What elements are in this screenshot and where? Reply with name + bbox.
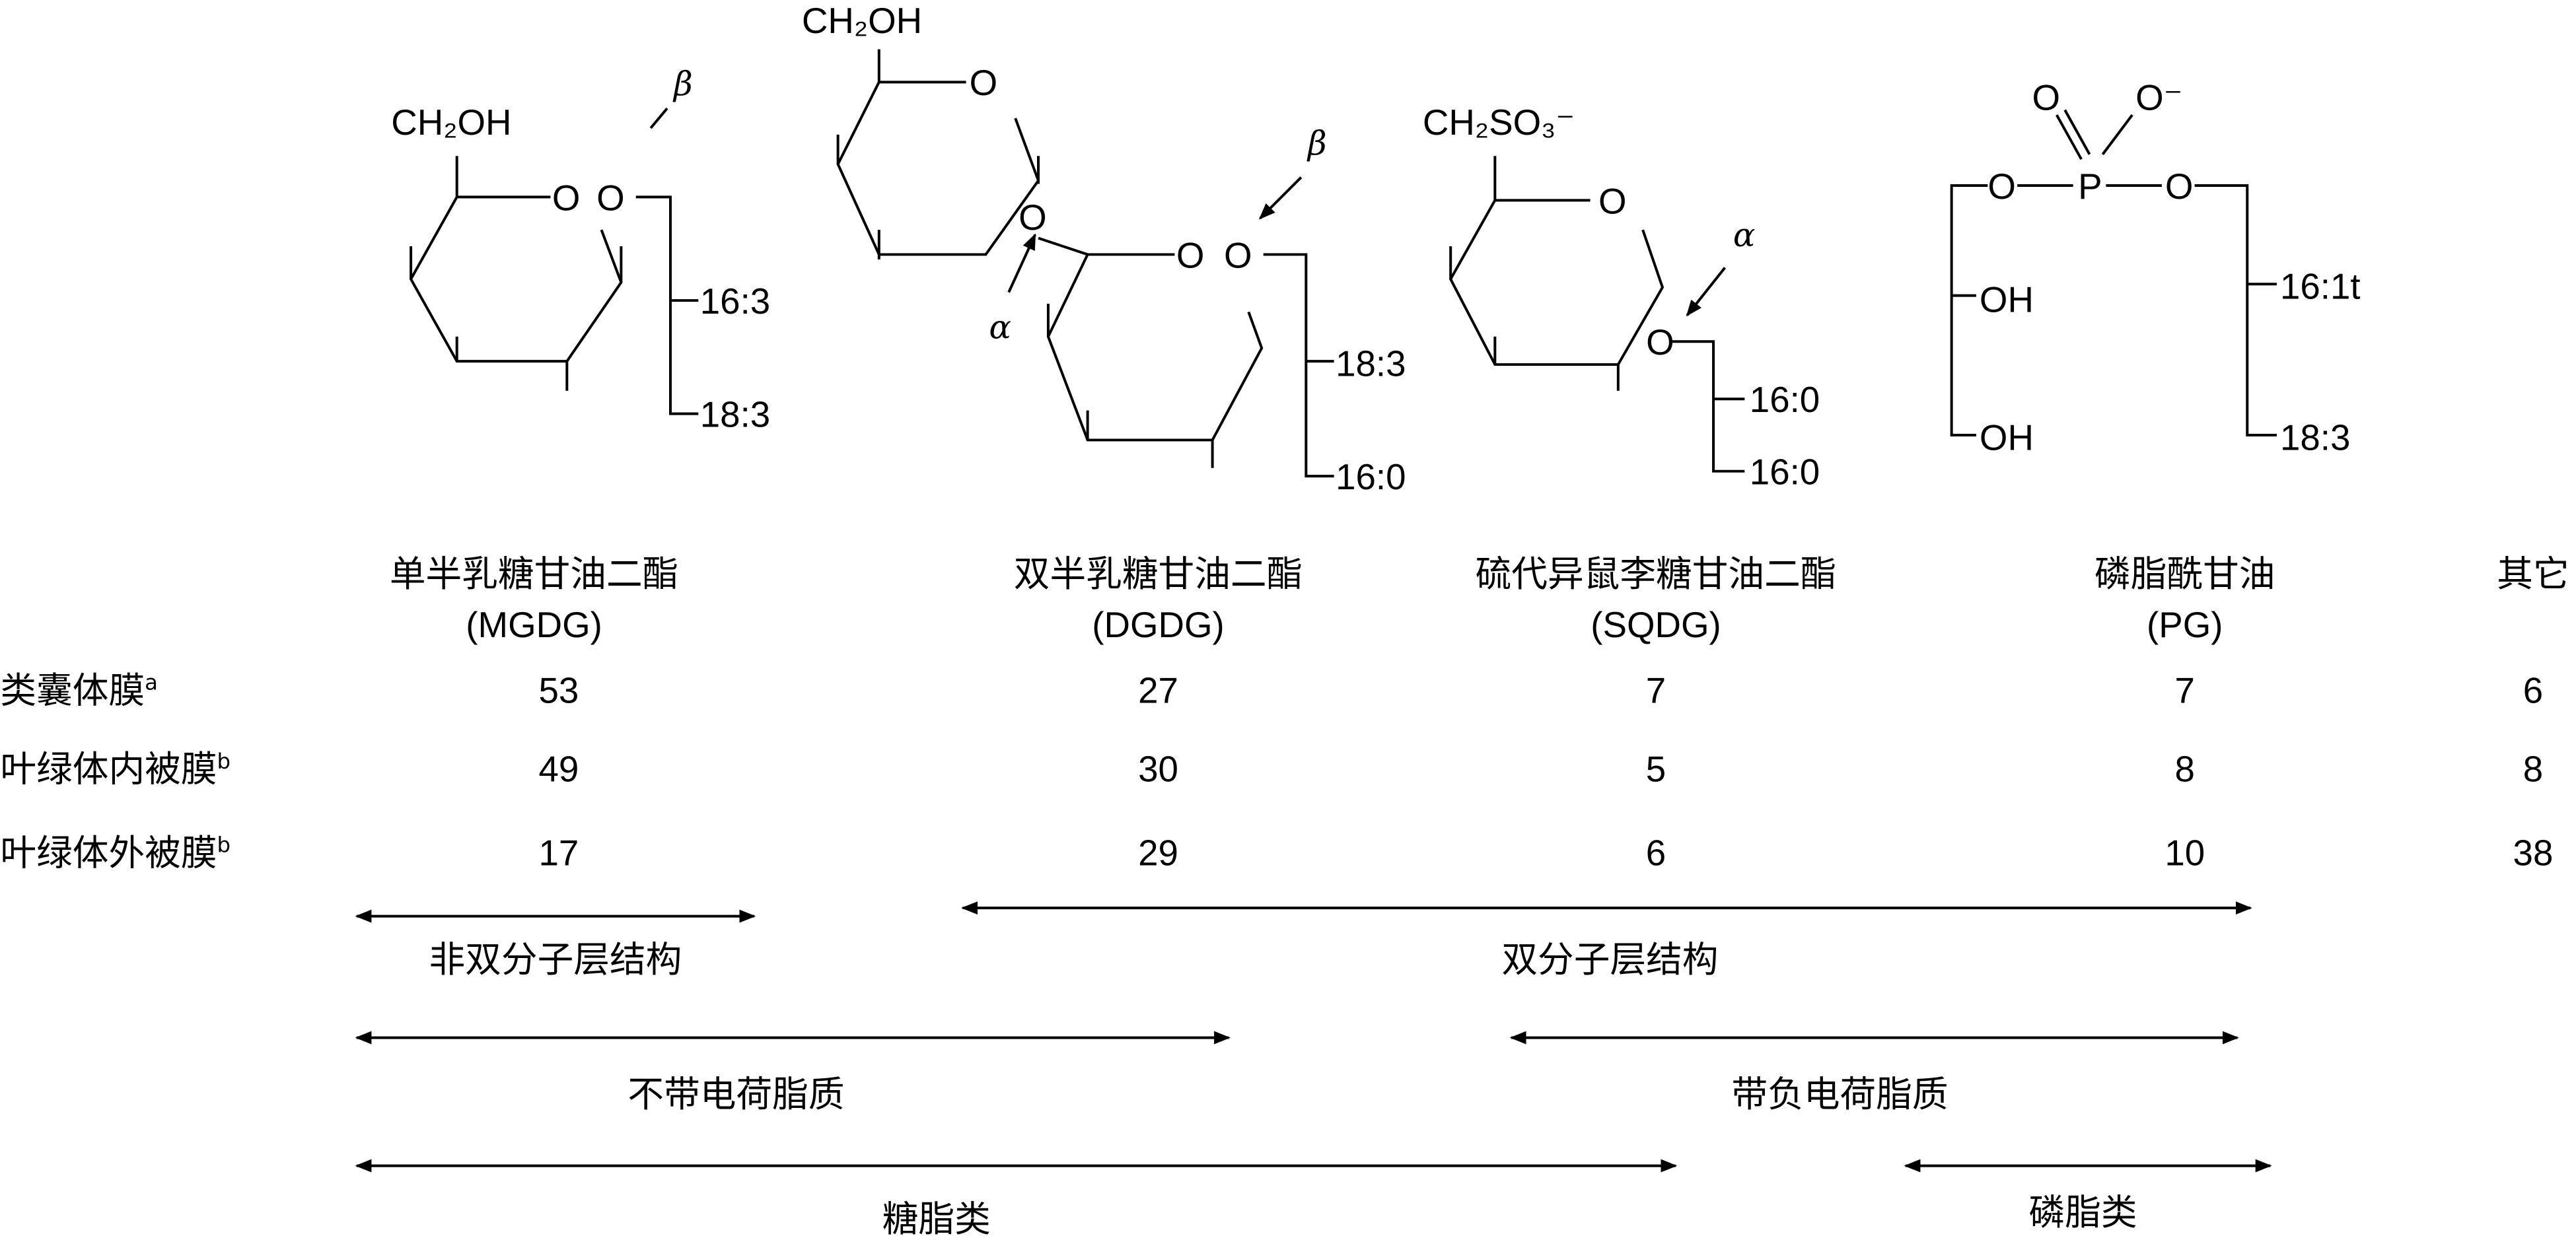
dgdg-beta: β xyxy=(1306,124,1327,162)
pg-o-right: O xyxy=(2165,166,2194,207)
dgdg-ch2oh: CH₂OH xyxy=(802,0,922,41)
non-bilayer-label: 非双分子层结构 xyxy=(429,938,682,980)
mgdg-ring-o: O xyxy=(552,177,581,218)
column-name: 双半乳糖甘油二酯 xyxy=(1014,553,1303,595)
pg-p: P xyxy=(2078,166,2102,207)
table-row: 叶绿体内被膜b 49 30 5 8 8 xyxy=(0,748,2543,790)
sqdg-structure: CH₂SO₃⁻ O O 16:0 16:0 α xyxy=(1423,102,1820,493)
dgdg-alpha: α xyxy=(989,308,1011,346)
mgdg-link-o: O xyxy=(596,177,625,218)
cell: 7 xyxy=(1646,670,1666,710)
dgdg-chain-2: 16:0 xyxy=(1336,456,1406,497)
pg-oh-2: OH xyxy=(1980,417,2034,458)
range-arrows: 非双分子层结构 双分子层结构 不带电荷脂质 带负电荷脂质 糖脂类 磷脂类 xyxy=(355,901,2272,1238)
dgdg-link-o-mid: O xyxy=(1019,197,1047,238)
table-row: 叶绿体外被膜b 17 29 6 10 38 xyxy=(0,832,2553,874)
column-name: 其它 xyxy=(2497,553,2569,595)
cell: 6 xyxy=(2523,670,2543,710)
pg-structure: O O⁻ P O O OH OH 16:1t 18:3 xyxy=(1950,77,2361,458)
negative-label: 带负电荷脂质 xyxy=(1731,1073,1948,1115)
cell: 5 xyxy=(1646,749,1666,790)
glycolipids-label: 糖脂类 xyxy=(882,1198,991,1238)
table-row: 类囊体膜a 53 27 7 7 6 xyxy=(0,669,2543,711)
mgdg-chain-1: 16:3 xyxy=(700,281,770,322)
pg-o-double: O xyxy=(2032,77,2060,118)
cell: 53 xyxy=(538,670,579,710)
cell: 29 xyxy=(1138,833,1178,874)
column-abbr: (PG) xyxy=(2147,604,2223,645)
cell: 8 xyxy=(2175,749,2195,790)
column-name: 单半乳糖甘油二酯 xyxy=(390,553,679,595)
column-name: 硫代异鼠李糖甘油二酯 xyxy=(1476,553,1837,595)
bilayer-label: 双分子层结构 xyxy=(1501,938,1718,980)
dgdg-ring-o-top: O xyxy=(970,62,998,103)
mgdg-chain-2: 18:3 xyxy=(700,394,770,435)
cell: 6 xyxy=(1646,833,1666,874)
cell: 7 xyxy=(2175,670,2195,710)
dgdg-chain-1: 18:3 xyxy=(1336,343,1406,384)
data-rows: 类囊体膜a 53 27 7 7 6 叶绿体内被膜b 49 30 5 8 8 叶绿… xyxy=(0,669,2553,874)
pg-o-minus: O⁻ xyxy=(2135,77,2182,118)
sqdg-chain-2: 16:0 xyxy=(1750,452,1820,493)
pg-chain-1: 16:1t xyxy=(2280,266,2361,307)
dgdg-structure: CH₂OH O O O O 18:3 16:0 α β xyxy=(802,0,1406,497)
dgdg-link-o: O xyxy=(1224,234,1252,275)
sqdg-alpha: α xyxy=(1733,216,1756,254)
column-headers: 单半乳糖甘油二酯 (MGDG) 双半乳糖甘油二酯 (DGDG) 硫代异鼠李糖甘油… xyxy=(390,553,2569,645)
column-abbr: (DGDG) xyxy=(1092,604,1225,645)
column-name: 磷脂酰甘油 xyxy=(2094,553,2275,595)
sqdg-ring-o: O xyxy=(1598,180,1627,221)
sqdg-link-o: O xyxy=(1646,322,1674,362)
cell: 49 xyxy=(538,749,579,790)
pg-o-left: O xyxy=(1987,166,2016,207)
phospholipids-label: 磷脂类 xyxy=(2029,1191,2137,1233)
cell: 10 xyxy=(2165,833,2205,874)
uncharged-label: 不带电荷脂质 xyxy=(627,1073,844,1115)
mgdg-structure: CH₂OH O O 16:3 18:3 β xyxy=(391,65,770,434)
mgdg-ch2oh: CH₂OH xyxy=(391,102,511,143)
cell: 27 xyxy=(1138,670,1178,710)
row-label: 叶绿体内被膜b xyxy=(0,748,231,790)
row-label: 类囊体膜a xyxy=(0,669,158,711)
cell: 30 xyxy=(1138,749,1178,790)
cell: 8 xyxy=(2523,749,2543,790)
sqdg-ch2so3: CH₂SO₃⁻ xyxy=(1423,102,1575,143)
row-label: 叶绿体外被膜b xyxy=(0,832,231,874)
pg-oh-1: OH xyxy=(1980,279,2034,320)
mgdg-beta: β xyxy=(672,65,693,103)
pg-chain-2: 18:3 xyxy=(2280,417,2350,458)
column-abbr: (SQDG) xyxy=(1591,604,1721,645)
dgdg-ring-o: O xyxy=(1176,234,1205,275)
column-abbr: (MGDG) xyxy=(466,604,602,645)
sqdg-chain-1: 16:0 xyxy=(1750,379,1820,420)
cell: 17 xyxy=(538,833,579,874)
cell: 38 xyxy=(2513,833,2554,874)
